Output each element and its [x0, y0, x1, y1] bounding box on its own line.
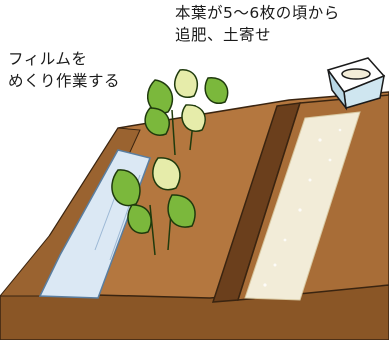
instruction-fertilize-line1: 本葉が5～6枚の頃から: [175, 4, 340, 22]
instruction-film-line2: めくり作業する: [8, 72, 121, 90]
fertilizer-strip: [244, 111, 361, 301]
seedling-front: [111, 157, 196, 256]
seedling-back: [144, 69, 229, 156]
instruction-fertilize-line2: 追肥、土寄せ: [175, 26, 272, 44]
instruction-fertilize-label: 本葉が5～6枚の頃から 追肥、土寄せ: [175, 2, 340, 46]
instruction-film-label: フィルムを めくり作業する: [8, 48, 120, 92]
fertilizer-granules: [263, 128, 342, 287]
instruction-film-line1: フィルムを: [8, 50, 88, 68]
fertilizer-bucket-icon: [326, 57, 386, 111]
